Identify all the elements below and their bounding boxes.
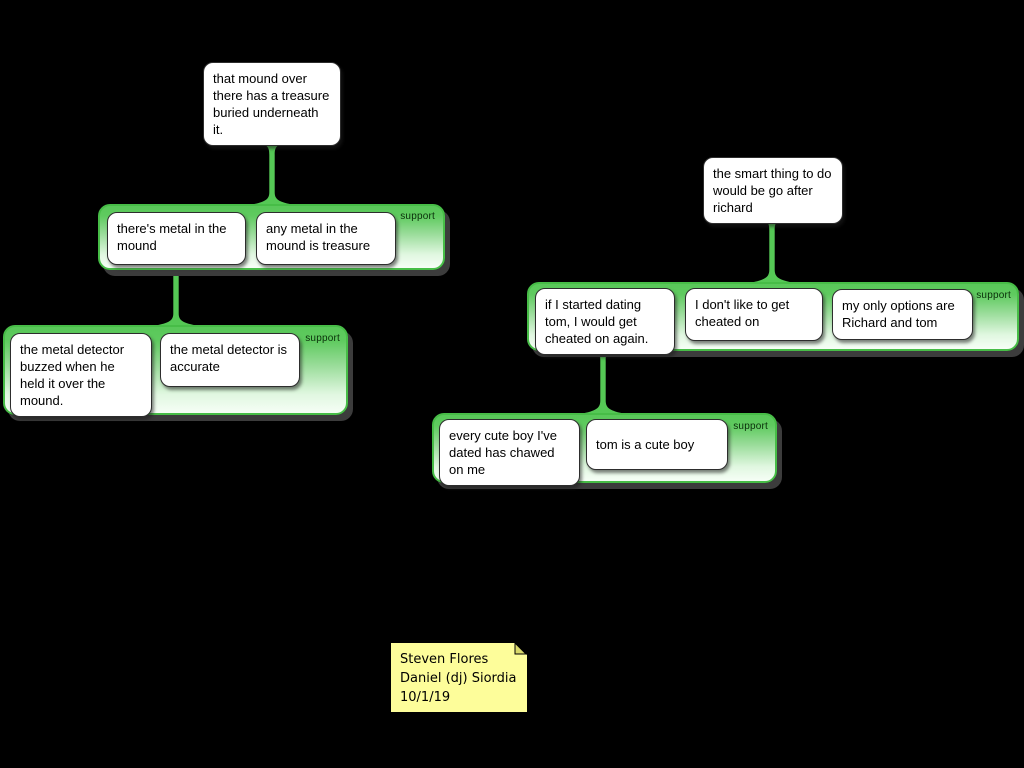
claim-box-detector-buzzed[interactable]: the metal detector buzzed when he held i… (10, 333, 152, 417)
support-label: support (400, 211, 435, 222)
support-group-metal[interactable]: support there's metal in the mound any m… (98, 204, 445, 270)
claim-box-richard-root[interactable]: the smart thing to do would be go after … (703, 157, 843, 224)
folded-corner-icon (514, 642, 528, 656)
claim-box-detector-accurate[interactable]: the metal detector is accurate (160, 333, 300, 387)
support-label: support (733, 421, 768, 432)
support-group-richard-reasons[interactable]: support if I started dating tom, I would… (527, 282, 1019, 355)
support-group-cute-boy[interactable]: support every cute boy I've dated has ch… (432, 413, 777, 486)
support-connector (749, 217, 795, 283)
claim-box-dating-tom[interactable]: if I started dating tom, I would get che… (535, 288, 675, 355)
claim-box-treasure-root[interactable]: that mound over there has a treasure bur… (203, 62, 341, 146)
claim-box-metal-in-mound[interactable]: there's metal in the mound (107, 212, 246, 265)
claim-box-only-options[interactable]: my only options are Richard and tom (832, 289, 973, 340)
support-label: support (305, 333, 340, 344)
sticky-note-line: 10/1/19 (400, 690, 451, 705)
sticky-note-line: Daniel (dj) Siordia (400, 671, 517, 686)
claim-box-every-cute-boy[interactable]: every cute boy I've dated has chawed on … (439, 419, 580, 486)
support-label: support (976, 290, 1011, 301)
claim-box-tom-cute-boy[interactable]: tom is a cute boy (586, 419, 728, 470)
support-connector (249, 142, 295, 205)
claim-box-any-metal-treasure[interactable]: any metal in the mound is treasure (256, 212, 396, 265)
claim-box-dont-like-cheated[interactable]: I don't like to get cheated on (685, 288, 823, 341)
support-connector (580, 347, 626, 414)
support-connector (153, 264, 199, 326)
support-group-detector[interactable]: support the metal detector buzzed when h… (3, 325, 348, 417)
sticky-note[interactable]: Steven Flores Daniel (dj) Siordia 10/1/1… (390, 642, 528, 713)
sticky-note-line: Steven Flores (400, 652, 489, 667)
